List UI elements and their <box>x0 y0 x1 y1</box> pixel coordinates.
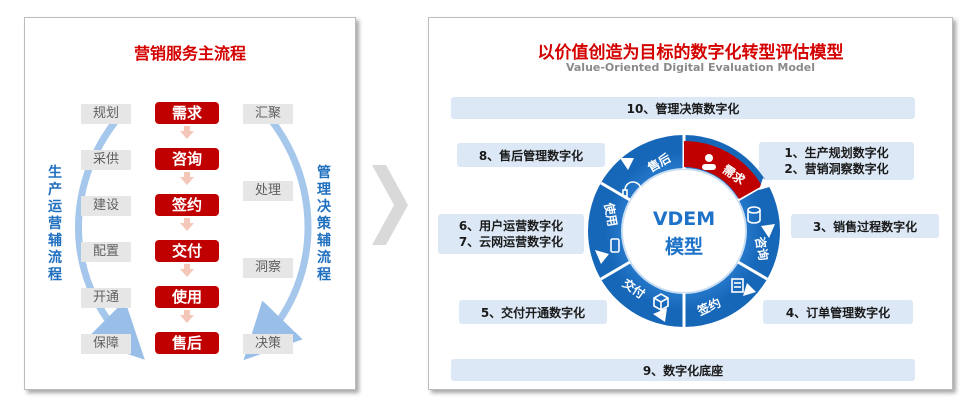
left-box-assure: 保障 <box>81 334 131 354</box>
down-arrow-icon <box>180 126 194 139</box>
item-1: 1、生产规划数字化 <box>784 146 889 160</box>
vdem-ring <box>588 135 780 327</box>
right-box-process: 处理 <box>243 181 293 201</box>
main-step-demand: 需求 <box>155 102 219 124</box>
left-box-procure: 采供 <box>81 150 131 170</box>
main-step-use: 使用 <box>155 286 219 308</box>
right-title: 以价值创造为目标的数字化转型评估模型 <box>537 43 844 63</box>
left-box-config: 配置 <box>81 242 131 262</box>
left-title: 营销服务主流程 <box>133 44 246 63</box>
right-subtitle: Value-Oriented Digital Evaluation Model <box>565 61 816 74</box>
right-curve-arrow <box>243 106 312 361</box>
down-arrow-icon <box>180 218 194 231</box>
main-step-sign: 签约 <box>155 194 219 216</box>
curved-arrows <box>75 106 312 361</box>
item-2: 2、营销洞察数字化 <box>784 162 889 176</box>
left-box-plan: 规划 <box>81 104 131 124</box>
database-icon <box>747 206 761 224</box>
item-1-2: 1、生产规划数字化 2、营销洞察数字化 <box>759 142 914 180</box>
left-box-activate: 开通 <box>81 288 131 308</box>
down-arrow-icon <box>180 264 194 277</box>
item-3: 3、销售过程数字化 <box>791 214 939 238</box>
down-arrow-icon <box>180 310 194 323</box>
main-step-consult: 咨询 <box>155 148 219 170</box>
center-line1: VDEM <box>652 208 716 230</box>
main-step-deliver: 交付 <box>155 240 219 262</box>
user-icon <box>702 154 716 170</box>
document-icon <box>731 278 744 293</box>
main-step-aftersale: 售后 <box>155 332 219 354</box>
right-panel: 以价值创造为目标的数字化转型评估模型 Value-Oriented Digita… <box>428 17 953 390</box>
bottom-bar: 9、数字化底座 <box>451 359 915 381</box>
item-8: 8、售后管理数字化 <box>457 143 605 167</box>
right-vertical-label: 管理 决策 辅流 程 <box>317 165 331 283</box>
right-box-insight: 洞察 <box>243 258 293 278</box>
chevron-right-icon <box>372 165 408 245</box>
left-box-build: 建设 <box>81 196 131 216</box>
down-arrow-icon <box>180 172 194 185</box>
item-4: 4、订单管理数字化 <box>763 300 913 324</box>
item-6-7: 6、用户运营数字化 7、云网运营数字化 <box>438 214 584 254</box>
right-box-aggregate: 汇聚 <box>243 104 293 124</box>
headset-icon <box>622 181 644 197</box>
left-curve-arrow <box>75 106 145 360</box>
top-bar: 10、管理决策数字化 <box>451 97 915 119</box>
item-5: 5、交付开通数字化 <box>459 300 607 324</box>
left-panel: 营销服务主流程 需求 咨询 签约 交付 使用 售后 规划 采供 建设 配置 开通… <box>24 17 356 390</box>
box-icon <box>653 293 669 311</box>
item-6: 6、用户运营数字化 <box>458 219 564 233</box>
center-line2: 模型 <box>664 236 703 258</box>
left-vertical-label: 生产 运营 辅流 程 <box>48 165 62 283</box>
item-7: 7、云网运营数字化 <box>458 235 564 249</box>
phone-icon <box>610 238 620 253</box>
right-box-decision: 决策 <box>243 334 293 354</box>
